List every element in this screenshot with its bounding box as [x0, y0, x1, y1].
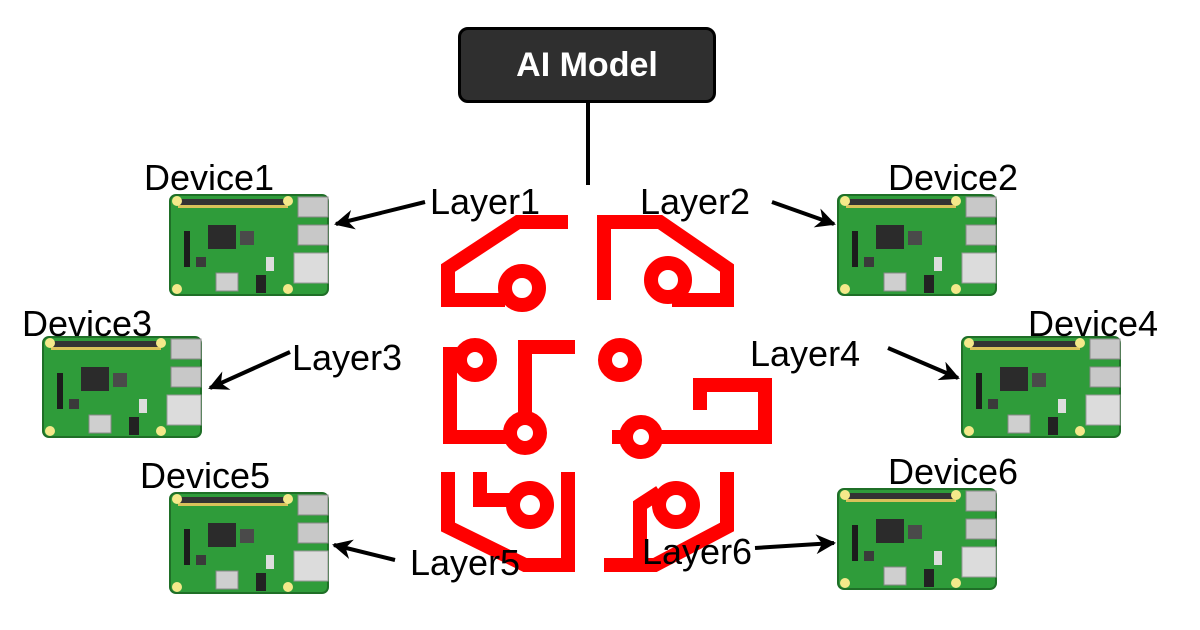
- device6-label: Device6: [888, 451, 1019, 492]
- device5-board-icon: [169, 492, 329, 594]
- device1-board-icon: [169, 194, 329, 296]
- layer1-label: Layer1: [430, 181, 541, 222]
- device3-board-icon: [42, 336, 202, 438]
- layer3-label: Layer3: [292, 337, 403, 378]
- layer5-label: Layer5: [410, 542, 521, 583]
- device1-label: Device1: [144, 157, 275, 198]
- layer6-label: Layer6: [642, 531, 753, 572]
- device4-label: Device4: [1028, 303, 1159, 344]
- layer2-label: Layer2: [640, 181, 751, 222]
- arrow-layer1: [334, 200, 426, 230]
- ai-model-box: AI Model: [458, 27, 716, 103]
- brain-circuit-icon: [441, 215, 772, 572]
- device4-board-icon: [961, 336, 1121, 438]
- arrow-layer2: [771, 200, 836, 228]
- layer4-label: Layer4: [750, 333, 861, 374]
- arrow-layer6: [754, 534, 836, 555]
- arrow-layer4: [887, 346, 960, 381]
- arrow-layer3: [208, 350, 291, 390]
- arrow-layer5: [332, 539, 396, 562]
- device2-board-icon: [837, 194, 997, 296]
- device2-label: Device2: [888, 157, 1019, 198]
- device3-label: Device3: [22, 303, 153, 344]
- ai-model-label: AI Model: [516, 45, 658, 84]
- device6-board-icon: [837, 488, 997, 590]
- device5-label: Device5: [140, 455, 271, 496]
